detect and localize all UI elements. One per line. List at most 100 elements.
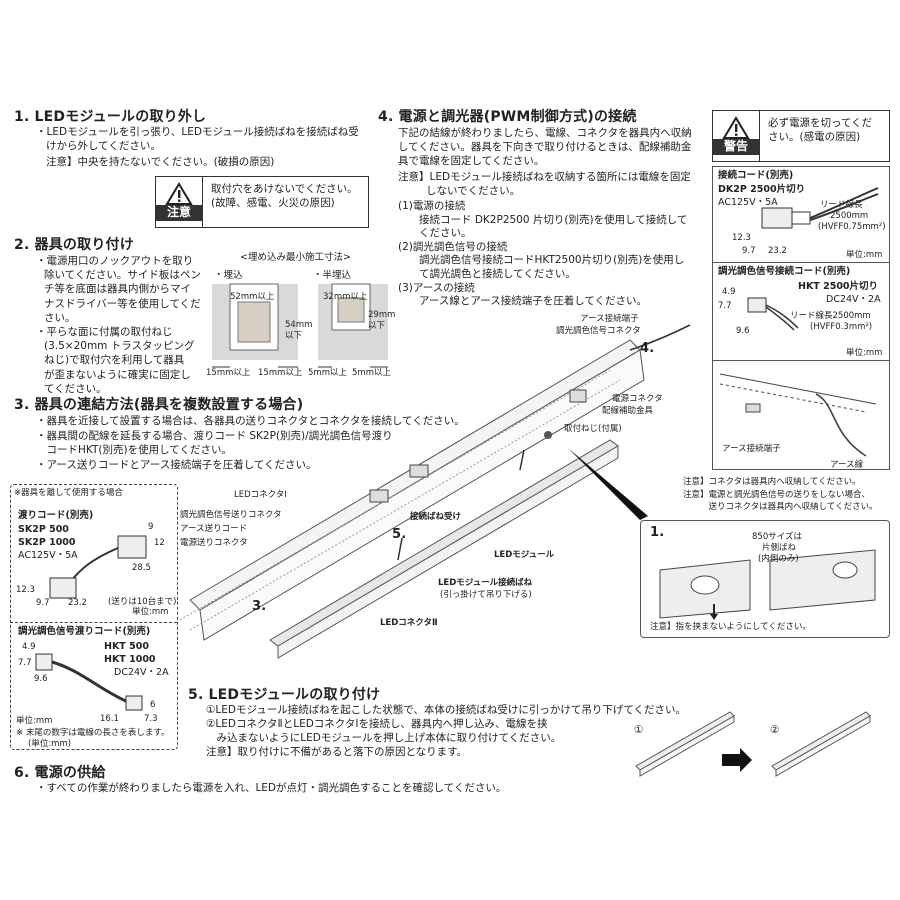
signal-jumper-d161: 16.1 bbox=[100, 714, 119, 724]
section4-note: 注意】LEDモジュール接続ばねを収納する箇所には電線を固定 しないでください。 bbox=[398, 170, 691, 198]
jumper-model-2: SK2P 1000 bbox=[18, 537, 76, 548]
section5-line: ①LEDモジュール接続ばねを起こした状態で、本体の接続ばね受けに引っかけて吊り下… bbox=[206, 704, 687, 716]
section3-line: コードHKT(別売)を使用してください。 bbox=[36, 444, 232, 456]
right-note: 注意】コネクタは器具内へ収納してください。 bbox=[683, 477, 861, 487]
signal-jumper-unit: 単位:mm bbox=[16, 716, 53, 726]
signal-cord-wire: (HVFF0.3mm²) bbox=[810, 322, 873, 332]
caution-text-line2: (故障、感電、火災の原因) bbox=[211, 196, 335, 209]
hkt-connector-drawing bbox=[747, 297, 799, 331]
inset-step1-box bbox=[640, 520, 890, 638]
section2-line: チ等を底面は器具内側からマイ bbox=[44, 283, 191, 296]
signal-jumper-d96: 9.6 bbox=[34, 674, 48, 684]
section3-title: 3. 器具の連結方法(器具を複数設置する場合) bbox=[14, 397, 304, 413]
earth-terminal-label: アース接続端子 bbox=[722, 444, 781, 454]
section4-line: 具で電線を固定してください。 bbox=[398, 155, 545, 167]
cord-title: 接続コード(別売) bbox=[718, 170, 794, 181]
section6-title: 6. 電源の供給 bbox=[14, 765, 106, 781]
section6-body: ・すべての作業が終わりましたら電源を入れ、LEDが点灯・調光調色することを確認し… bbox=[36, 782, 507, 794]
dim-32: 32mm以上 bbox=[323, 292, 368, 302]
section5-line: ②LEDコネクタⅡとLEDコネクタⅠを接続し、器具内へ押し込み、電線を挟 bbox=[206, 718, 548, 730]
cord-divider bbox=[712, 262, 889, 263]
cord-unit: 単位:mm bbox=[846, 250, 883, 260]
dim-15-a: 15mm以上 bbox=[206, 368, 251, 378]
section4-line: してください。器具を下向きで取り付けるときは、配線補助金 bbox=[398, 141, 692, 153]
diag-power-connector: 電源コネクタ bbox=[612, 394, 663, 404]
jumper-cord-title: 渡りコード(別売) bbox=[18, 510, 94, 521]
diag-screw: 取付ねじ(付属) bbox=[564, 424, 622, 434]
jumper-d9: 9 bbox=[148, 522, 154, 532]
section1-body-line1: ・LEDモジュールを引っ張り、LEDモジュール接続ばねを接続ばね受 bbox=[36, 126, 359, 138]
diag-spring-receiver: 接続ばね受け bbox=[410, 512, 462, 522]
fixture-diagram bbox=[179, 324, 691, 659]
section5-title: 5. LEDモジュールの取り付け bbox=[188, 687, 381, 703]
jumper-footnote-1: ※ 末尾の数字は電線の長さを表します。 bbox=[16, 728, 170, 738]
section1-title: 1. LEDモジュールの取り外し bbox=[14, 109, 207, 125]
diag-earth-terminal: アース接続端子 bbox=[580, 314, 639, 324]
diag-signal-feed: 調光調色信号送りコネクタ bbox=[180, 510, 282, 520]
signal-d49: 4.9 bbox=[722, 287, 736, 297]
diag-signal-connector: 調光調色信号コネクタ bbox=[556, 326, 641, 336]
install-full-label: ・埋込 bbox=[214, 270, 243, 281]
section5-line: み込まないようにLEDモジュールを押し上げ本体に取り付けてください。 bbox=[206, 732, 562, 744]
dim-54-below: 以下 bbox=[285, 331, 303, 341]
section4-item: 接続コード DK2P2500 片切り(別売)を使用して接続して bbox=[398, 213, 688, 226]
signal-cord-lead: リード線長2500mm bbox=[790, 311, 871, 321]
signal-cord-spec: DC24V・2A bbox=[826, 294, 881, 305]
jumper-d232: 23.2 bbox=[68, 598, 87, 608]
jumper-d285: 28.5 bbox=[132, 563, 151, 573]
inset-inner: (内側のみ) bbox=[758, 554, 799, 564]
jumper-footnote-2: (単位:mm) bbox=[28, 739, 72, 749]
dim-29-below: 以下 bbox=[368, 321, 386, 331]
module-install-drawing bbox=[635, 711, 871, 777]
dim-29: 29mm bbox=[368, 310, 396, 320]
jumper-d97: 9.7 bbox=[36, 598, 50, 608]
cord-spec-box bbox=[712, 166, 890, 470]
signal-jumper-model-1: HKT 500 bbox=[104, 641, 149, 652]
warning-box: 警告 必ず電源を切ってくだ さい。(感電の原因) bbox=[712, 110, 890, 162]
section4-item: アース線とアース接続端子を圧着してください。 bbox=[398, 295, 648, 308]
signal-jumper-title: 調光調色信号渡りコード(別売) bbox=[18, 626, 151, 637]
right-note: 送りコネクタは器具内へ収納してください。 bbox=[683, 502, 878, 512]
section2-line: さい。 bbox=[44, 311, 76, 324]
section4-note-line2: しないでください。 bbox=[426, 185, 521, 197]
earth-wire-label: アース線 bbox=[830, 460, 864, 470]
hkt-jumper-drawing bbox=[35, 653, 143, 711]
diag-step5: 5. bbox=[392, 527, 407, 542]
section3-line: ・器具間の配線を延長する場合、渡りコード SK2P(別売)/調光調色信号渡り bbox=[36, 429, 393, 442]
right-notes: 注意】コネクタは器具内へ収納してください。 注意】電源と調光調色信号の送りをしな… bbox=[683, 476, 878, 514]
section2-body: ・電源用口のノックアウトを取り 除いてください。サイド板はペン チ等を底面は器具… bbox=[36, 254, 206, 396]
caution-label: 注意 bbox=[156, 205, 202, 221]
section4-note-line1: 注意】LEDモジュール接続ばねを収納する箇所には電線を固定 bbox=[398, 171, 691, 183]
warning-text-line1: 必ず電源を切ってくだ bbox=[768, 117, 873, 129]
separate-use-box bbox=[10, 484, 178, 750]
inset-side: 片側ばね bbox=[762, 543, 797, 553]
caution-box: 注意 取付穴をあけないでください。 (故障、感電、火災の原因) bbox=[155, 176, 369, 228]
jumper-note10: (送りは10台まで) bbox=[108, 597, 177, 607]
warning-text-line2: さい。(感電の原因) bbox=[768, 130, 861, 143]
dim-54: 54mm bbox=[285, 320, 313, 330]
diag-wiring-bracket: 配線補助金具 bbox=[602, 406, 654, 416]
signal-d96: 9.6 bbox=[736, 326, 750, 336]
signal-jumper-spec: DC24V・2A bbox=[114, 667, 169, 678]
section2-line: (3.5×20mm トラスタッピング bbox=[44, 340, 195, 353]
diag-step3: 3. bbox=[252, 599, 267, 614]
section2-line: ナスドライバー等を使用してくだ bbox=[44, 297, 201, 310]
section4-item: ください。 bbox=[398, 227, 472, 240]
cord-lead-length: 2500mm bbox=[830, 211, 869, 221]
sk2p-cord-drawing bbox=[49, 535, 147, 599]
dim-5-a: 5mm以上 bbox=[308, 368, 347, 378]
signal-jumper-d6: 6 bbox=[150, 700, 156, 710]
jumper-model-1: SK2P 500 bbox=[18, 524, 69, 535]
jumper-spec: AC125V・5A bbox=[18, 550, 78, 561]
section3-line: ・器具を近接して設置する場合は、各器具の送りコネクタとコネクタを接続してください… bbox=[36, 415, 465, 427]
cord-d97: 9.7 bbox=[742, 246, 756, 256]
signal-jumper-d73: 7.3 bbox=[144, 714, 158, 724]
warning-label: 警告 bbox=[713, 139, 759, 155]
diag-step4: 4. bbox=[640, 341, 655, 356]
inset-size: 850サイズは bbox=[752, 532, 802, 542]
section3-line: ・アース送りコードとアース接続端子を圧着してください。 bbox=[36, 458, 317, 471]
warning-triangle-icon bbox=[722, 116, 750, 140]
step-marker-1: ① bbox=[634, 724, 644, 736]
section4-item: (1)電源の接続 bbox=[398, 200, 466, 212]
signal-d77: 7.7 bbox=[718, 301, 732, 311]
